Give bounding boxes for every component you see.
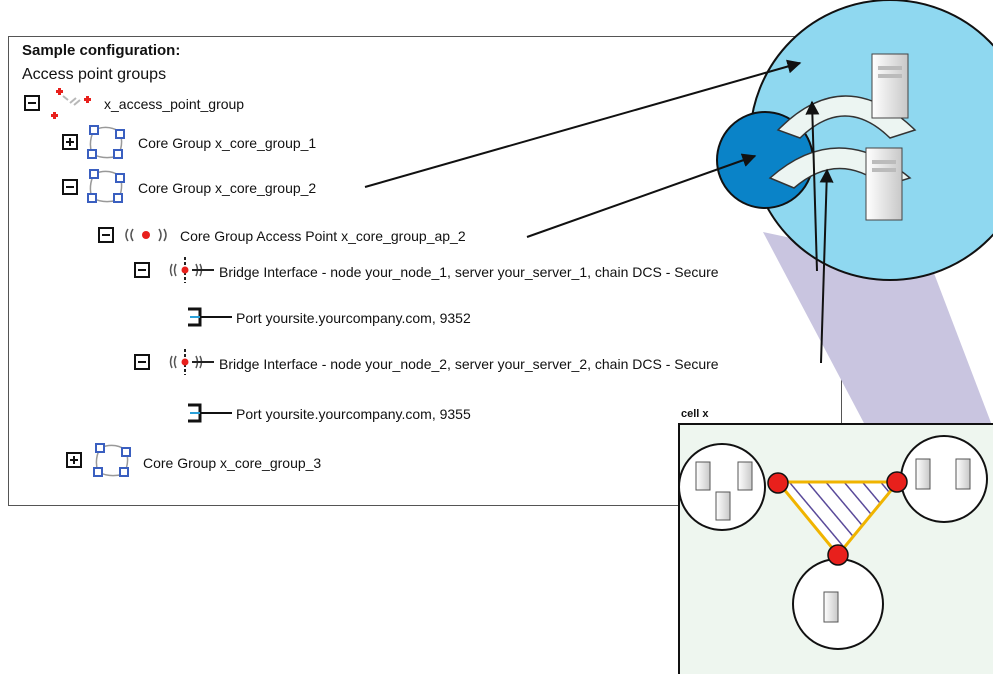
- tree-node-bridge-1-label[interactable]: Bridge Interface - node your_node_1, ser…: [219, 264, 719, 280]
- bridge-interface-icon: [169, 257, 214, 283]
- access-point-icon: [125, 228, 167, 242]
- cell-label: cell x: [681, 408, 709, 420]
- core-group-1-expand-toggle[interactable]: [62, 134, 78, 150]
- access-point-collapse-toggle[interactable]: [98, 227, 114, 243]
- root-collapse-toggle[interactable]: [24, 95, 40, 111]
- bridge-2-collapse-toggle[interactable]: [134, 354, 150, 370]
- bridge-1-collapse-toggle[interactable]: [134, 262, 150, 278]
- server-icon-upper: [871, 53, 909, 119]
- port-icon: [188, 307, 232, 327]
- server-icon: [695, 458, 971, 623]
- access-point-group-icon: [51, 88, 91, 119]
- core-group-icon: [87, 125, 125, 159]
- core-group-2-collapse-toggle[interactable]: [62, 179, 78, 195]
- node-circle-right: [900, 435, 988, 523]
- node-connector-left: [767, 472, 789, 494]
- tree-node-root-label[interactable]: x_access_point_group: [104, 96, 245, 112]
- node-connector-right: [886, 471, 908, 493]
- pointer-bridge-2: [819, 168, 834, 364]
- tree-node-port-2-label[interactable]: Port yoursite.yourcompany.com, 9355: [236, 406, 471, 422]
- tree-node-core-group-2-label[interactable]: Core Group x_core_group_2: [138, 180, 317, 196]
- tree-node-bridge-2-label[interactable]: Bridge Interface - node your_node_2, ser…: [219, 356, 719, 372]
- tree-node-port-1-label[interactable]: Port yoursite.yourcompany.com, 9352: [236, 310, 471, 326]
- core-group-triangle: [774, 480, 902, 558]
- tree-node-access-point-label[interactable]: Core Group Access Point x_core_group_ap_…: [180, 228, 466, 244]
- pointer-access-point: [526, 153, 757, 238]
- bridge-interface-icon: [169, 349, 214, 375]
- core-group-icon: [87, 169, 125, 203]
- tree-node-core-group-1-label[interactable]: Core Group x_core_group_1: [138, 135, 317, 151]
- tree-node-core-group-3-label[interactable]: Core Group x_core_group_3: [143, 455, 322, 471]
- pointer-core-group-2: [364, 59, 802, 188]
- core-group-icon: [93, 443, 131, 477]
- panel-heading: Sample configuration:: [22, 42, 181, 59]
- port-icon: [188, 403, 232, 423]
- zoom-cone: [763, 232, 993, 478]
- panel-subheading: Access point groups: [22, 66, 167, 83]
- pointer-bridge-1: [805, 100, 820, 272]
- server-icon-lower: [865, 147, 903, 221]
- core-group-3-expand-toggle[interactable]: [66, 452, 82, 468]
- node-connector-bottom: [827, 544, 849, 566]
